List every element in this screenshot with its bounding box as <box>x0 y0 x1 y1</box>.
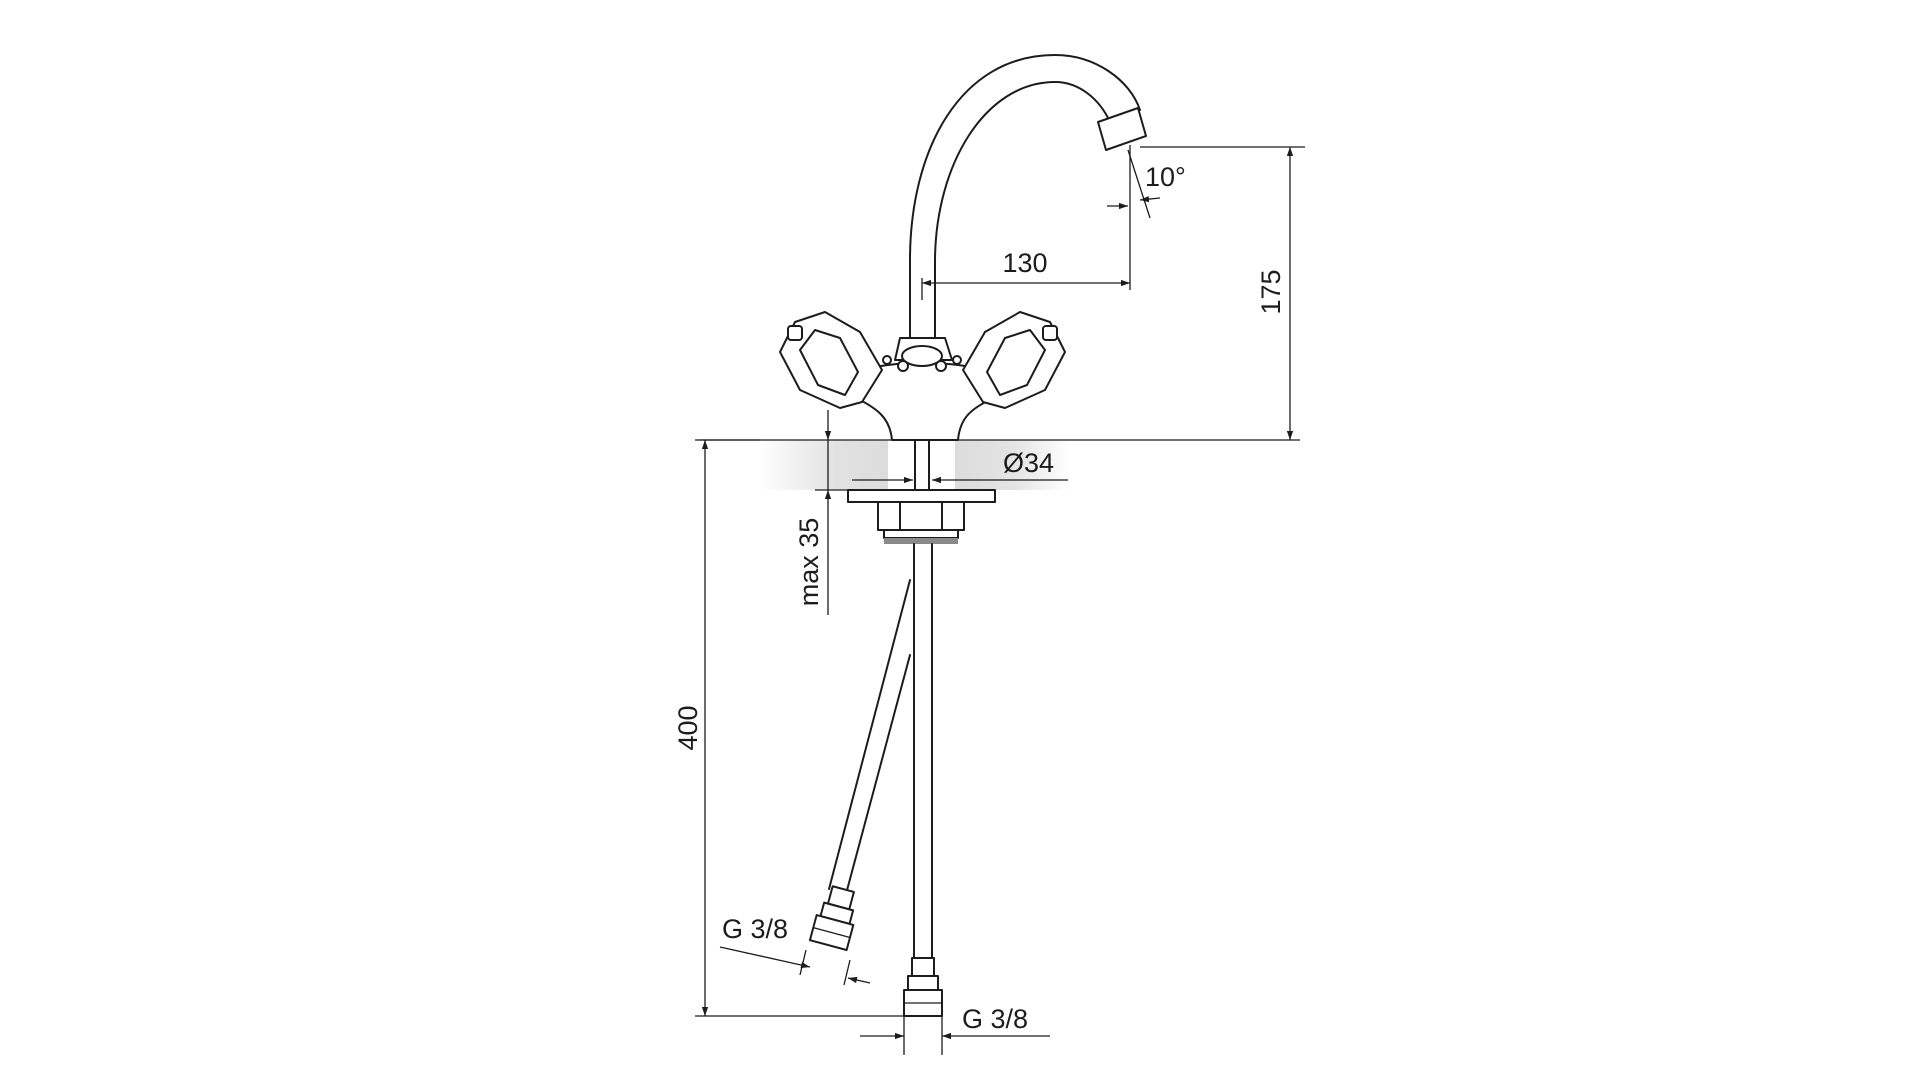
dimension-spout-reach: 130 <box>922 145 1131 290</box>
center-cap <box>901 345 943 367</box>
dimension-label-angle: 10° <box>1145 162 1186 192</box>
mounting-nut <box>877 501 965 531</box>
spout <box>909 54 1147 339</box>
dimension-label-thickness: max 35 <box>794 518 824 607</box>
dimension-thread-left: G 3/8 <box>719 914 871 986</box>
dimension-label-reach: 130 <box>1002 248 1047 278</box>
hoses <box>808 543 943 1017</box>
dimension-label-length: 400 <box>673 705 703 750</box>
countertop <box>700 439 1300 490</box>
dimension-thread-right: G 3/8 <box>860 1004 1050 1055</box>
right-handle <box>962 311 1066 409</box>
dimension-max-thickness: max 35 <box>794 410 848 615</box>
dimension-spout-angle: 10° <box>1107 149 1186 219</box>
dimension-label-thread-left: G 3/8 <box>722 914 788 944</box>
aerator <box>1097 107 1147 151</box>
left-handle <box>779 311 883 409</box>
dimension-hose-length: 400 <box>673 439 905 1017</box>
faucet-body <box>849 337 1001 441</box>
dimension-label-thread-right: G 3/8 <box>962 1004 1028 1034</box>
hose-fitting-right <box>903 957 943 1017</box>
dimension-hole-diameter: Ø34 <box>852 448 1068 484</box>
hose-fitting-left <box>808 885 855 952</box>
dimension-label-height: 175 <box>1256 269 1286 314</box>
mounting-assembly <box>847 439 996 544</box>
dimension-spout-height: 175 <box>1140 146 1305 440</box>
dimension-label-diameter: Ø34 <box>1003 448 1054 478</box>
mounting-plate <box>847 489 996 503</box>
